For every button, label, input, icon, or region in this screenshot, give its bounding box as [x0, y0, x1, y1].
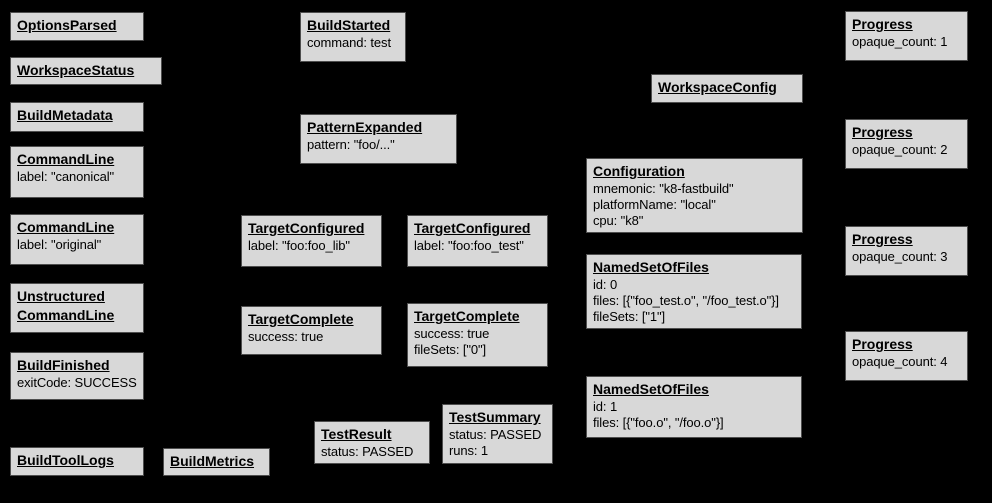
event-node-progress-1: Progress opaque_count: 1: [845, 11, 968, 61]
event-title: BuildStarted: [307, 17, 391, 33]
event-field: files: [{"foo_test.o", "/foo_test.o"}]: [593, 293, 779, 308]
event-field: status: PASSED: [321, 444, 414, 459]
event-field: opaque_count: 3: [852, 249, 948, 264]
event-field: files: [{"foo.o", "/foo.o"}]: [593, 415, 724, 430]
event-title: TargetConfigured: [248, 220, 365, 236]
event-title: Progress: [852, 124, 913, 140]
event-title: CommandLine: [17, 219, 115, 235]
event-node-buildstarted: BuildStarted command: test: [300, 12, 406, 62]
event-title: TargetConfigured: [414, 220, 531, 236]
event-node-progress-3: Progress opaque_count: 3: [845, 226, 968, 276]
event-field: runs: 1: [449, 443, 489, 458]
event-title: BuildFinished: [17, 357, 110, 373]
event-field: opaque_count: 1: [852, 34, 948, 49]
event-node-commandline-canonical: CommandLine label: "canonical": [10, 146, 144, 198]
event-field: command: test: [307, 35, 391, 50]
event-title: BuildMetrics: [170, 453, 255, 469]
event-field: label: "foo:foo_lib": [248, 238, 350, 253]
event-node-buildtoollogs: BuildToolLogs: [10, 447, 144, 476]
event-node-testsummary: TestSummary status: PASSED runs: 1: [442, 404, 553, 464]
event-field: fileSets: ["1"]: [593, 309, 666, 324]
event-field: platformName: "local": [593, 197, 716, 212]
event-field: opaque_count: 4: [852, 354, 948, 369]
event-field: success: true: [248, 329, 324, 344]
event-node-targetconfigured-foo-test: TargetConfigured label: "foo:foo_test": [407, 215, 548, 267]
event-title: Progress: [852, 336, 913, 352]
event-title: TargetComplete: [248, 311, 354, 327]
event-title: PatternExpanded: [307, 119, 423, 135]
event-node-commandline-original: CommandLine label: "original": [10, 214, 144, 265]
event-node-testresult: TestResult status: PASSED: [314, 421, 430, 464]
event-title: Configuration: [593, 163, 685, 179]
event-node-buildmetrics: BuildMetrics: [163, 448, 270, 476]
event-node-buildmetadata: BuildMetadata: [10, 102, 144, 132]
event-title-line2: CommandLine: [17, 307, 115, 323]
event-title: NamedSetOfFiles: [593, 259, 709, 275]
event-field: id: 0: [593, 277, 618, 292]
event-field: id: 1: [593, 399, 618, 414]
event-field: pattern: "foo/...": [307, 137, 395, 152]
event-title: Unstructured: [17, 288, 105, 304]
event-node-targetcomplete-foo-test: TargetComplete success: true fileSets: […: [407, 303, 548, 367]
event-field: fileSets: ["0"]: [414, 342, 487, 357]
event-node-configuration: Configuration mnemonic: "k8-fastbuild" p…: [586, 158, 803, 233]
event-title: BuildToolLogs: [17, 452, 114, 468]
event-node-targetconfigured-foo-lib: TargetConfigured label: "foo:foo_lib": [241, 215, 382, 267]
event-title: WorkspaceConfig: [658, 79, 777, 95]
event-field: label: "canonical": [17, 169, 115, 184]
event-title: Progress: [852, 16, 913, 32]
event-node-progress-2: Progress opaque_count: 2: [845, 119, 968, 169]
event-field: mnemonic: "k8-fastbuild": [593, 181, 734, 196]
event-node-optionsparsed: OptionsParsed: [10, 12, 144, 41]
event-node-targetcomplete-foo-lib: TargetComplete success: true: [241, 306, 382, 355]
event-field: cpu: "k8": [593, 213, 644, 228]
event-title: OptionsParsed: [17, 17, 117, 33]
event-title: TestResult: [321, 426, 392, 442]
event-node-progress-4: Progress opaque_count: 4: [845, 331, 968, 381]
event-node-workspaceconfig: WorkspaceConfig: [651, 74, 803, 103]
event-title: TargetComplete: [414, 308, 520, 324]
event-title: TestSummary: [449, 409, 541, 425]
event-field: opaque_count: 2: [852, 142, 948, 157]
event-node-buildfinished: BuildFinished exitCode: SUCCESS: [10, 352, 144, 400]
event-field: status: PASSED: [449, 427, 542, 442]
event-field: exitCode: SUCCESS: [17, 375, 137, 390]
event-title: WorkspaceStatus: [17, 62, 135, 78]
event-title: CommandLine: [17, 151, 115, 167]
event-field: label: "foo:foo_test": [414, 238, 524, 253]
event-field: label: "original": [17, 237, 102, 252]
event-title: Progress: [852, 231, 913, 247]
event-title: NamedSetOfFiles: [593, 381, 709, 397]
event-node-workspacestatus: WorkspaceStatus: [10, 57, 162, 85]
event-node-namedsetoffiles-0: NamedSetOfFiles id: 0 files: [{"foo_test…: [586, 254, 802, 329]
event-node-patternexpanded: PatternExpanded pattern: "foo/...": [300, 114, 457, 164]
event-node-namedsetoffiles-1: NamedSetOfFiles id: 1 files: [{"foo.o", …: [586, 376, 802, 438]
event-field: success: true: [414, 326, 490, 341]
event-title: BuildMetadata: [17, 107, 113, 123]
event-node-unstructuredcommandline: Unstructured CommandLine: [10, 283, 144, 333]
